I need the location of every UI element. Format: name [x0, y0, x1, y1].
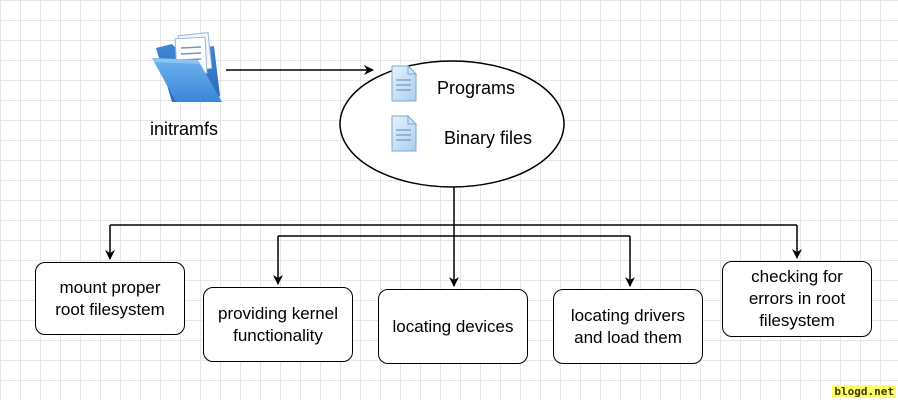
folder-icon [152, 31, 222, 102]
box-line: filesystem [759, 311, 835, 330]
box-line: functionality [233, 325, 323, 345]
kernel-functionality-box: providing kernel functionality [203, 287, 353, 362]
document-icon [391, 64, 418, 102]
locating-devices-box: locating devices [378, 289, 528, 364]
box-line: errors in root [748, 289, 846, 308]
box-line: mount proper [59, 277, 161, 297]
document-icon [391, 114, 418, 152]
box-line: locating drivers [570, 305, 686, 325]
box-line: providing kernel [217, 303, 338, 323]
binary-files-label: Binary files [444, 128, 533, 148]
programs-label: Programs [437, 78, 516, 98]
distribution-connectors [105, 187, 802, 287]
box-line: and load them [574, 327, 682, 347]
mount-root-filesystem-box: mount proper root filesystem [35, 262, 185, 335]
box-line: root filesystem [55, 299, 165, 319]
box-line: checking for [751, 267, 843, 286]
initramfs-label: initramfs [150, 119, 219, 139]
locating-drivers-box: locating drivers and load them [553, 289, 703, 364]
box-line: locating devices [392, 316, 514, 336]
watermark: blogd.net [832, 385, 896, 398]
root-filesystem-check-box: checking for errors in root filesystem [722, 261, 872, 337]
